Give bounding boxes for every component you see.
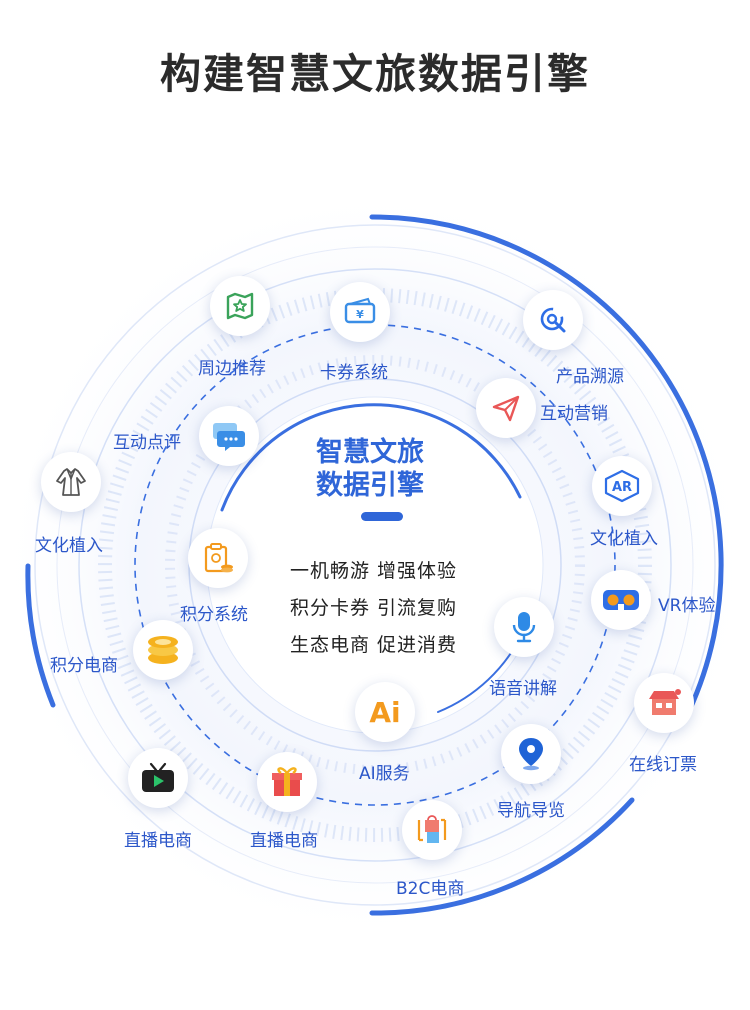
engine-title: 智慧文旅 数据引擎 bbox=[300, 436, 440, 502]
microphone-icon[interactable] bbox=[494, 597, 554, 657]
vr-glasses-icon[interactable] bbox=[591, 570, 651, 630]
ai-icon[interactable]: Ai bbox=[355, 682, 415, 742]
gift-box-icon[interactable] bbox=[257, 752, 317, 812]
node-label-product-trace: 产品溯源 bbox=[556, 367, 624, 387]
slogan-1: 一机畅游 增强体验 bbox=[290, 560, 458, 582]
paper-plane-icon[interactable] bbox=[476, 378, 536, 438]
node-label-b2c-ecommerce: B2C电商 bbox=[396, 879, 465, 899]
node-label-voice-guide: 语音讲解 bbox=[489, 679, 557, 699]
slogan-3: 生态电商 促进消费 bbox=[290, 634, 458, 656]
engine-title-line2: 数据引擎 bbox=[316, 470, 424, 501]
node-label-navigation: 导航导览 bbox=[497, 801, 565, 821]
trace-icon[interactable] bbox=[523, 290, 583, 350]
node-label-interactive-review: 互动点评 bbox=[113, 433, 181, 453]
coupon-icon[interactable]: ¥ bbox=[330, 282, 390, 342]
svg-text:¥: ¥ bbox=[356, 308, 364, 321]
page-title: 构建智慧文旅数据引擎 bbox=[160, 50, 590, 98]
node-label-live-ecommerce-2: 直播电商 bbox=[250, 831, 318, 851]
engine-title-line1: 智慧文旅 bbox=[316, 437, 424, 468]
node-label-nearby-recommend: 周边推荐 bbox=[198, 359, 266, 379]
svg-text:AR: AR bbox=[612, 480, 632, 495]
ar-icon[interactable]: AR bbox=[592, 456, 652, 516]
node-label-culture-hanfu: 文化植入 bbox=[35, 536, 103, 556]
coin-stack-icon[interactable] bbox=[133, 620, 193, 680]
hanfu-icon[interactable] bbox=[41, 452, 101, 512]
chat-bubble-icon[interactable] bbox=[199, 406, 259, 466]
node-label-culture-ar: 文化植入 bbox=[590, 529, 658, 549]
node-label-coupon-system: 卡券系统 bbox=[320, 363, 388, 383]
points-clipboard-icon[interactable] bbox=[188, 528, 248, 588]
map-star-icon[interactable] bbox=[210, 276, 270, 336]
location-pin-icon[interactable] bbox=[501, 724, 561, 784]
title-underline bbox=[361, 512, 403, 521]
node-label-online-ticket: 在线订票 bbox=[629, 755, 697, 775]
shopping-bag-icon[interactable] bbox=[402, 800, 462, 860]
ticket-booth-icon[interactable] bbox=[634, 673, 694, 733]
node-label-live-ecommerce-1: 直播电商 bbox=[124, 831, 192, 851]
ai-icon-text: Ai bbox=[369, 695, 401, 729]
node-label-ai-service: AI服务 bbox=[359, 764, 410, 784]
node-label-interactive-marketing: 互动营销 bbox=[540, 404, 608, 424]
node-label-points-ecommerce: 积分电商 bbox=[50, 656, 118, 676]
node-label-vr-experience: VR体验 bbox=[658, 596, 716, 616]
node-label-points-system: 积分系统 bbox=[180, 605, 248, 625]
tv-play-icon[interactable] bbox=[128, 748, 188, 808]
slogan-2: 积分卡券 引流复购 bbox=[290, 597, 458, 619]
